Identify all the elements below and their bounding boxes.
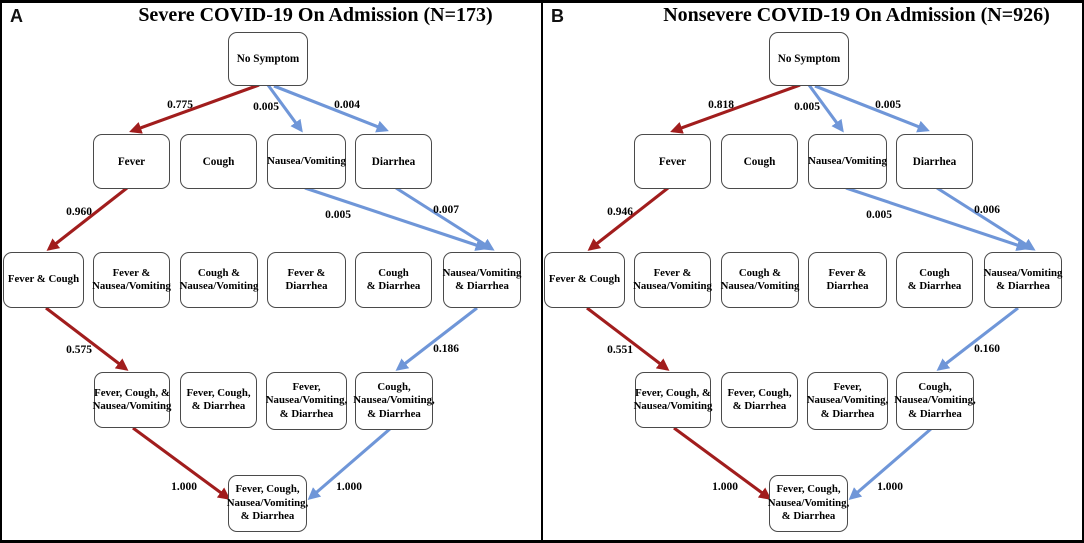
prob-ns-fever: 0.775 xyxy=(167,99,193,111)
node-fever: Fever xyxy=(634,134,711,189)
prob-ns-fever: 0.818 xyxy=(708,99,734,111)
arrow-cnd-to-all xyxy=(307,426,393,501)
prob-ns-nausea: 0.005 xyxy=(253,101,279,113)
arrow-triple-to-all xyxy=(132,426,231,500)
panel-nonsevere: B Nonsevere COVID-19 On Admission (N=926… xyxy=(543,3,1082,540)
arrow-nausea-to-nauseadiarrhea xyxy=(304,186,488,251)
prob-nd-cnd: 0.186 xyxy=(433,343,459,355)
node-fever-diarrhea: Fever & Diarrhea xyxy=(808,252,887,308)
node-fever-cough-diarrhea: Fever, Cough, & Diarrhea xyxy=(180,372,257,428)
node-fever-cough-diarrhea: Fever, Cough, & Diarrhea xyxy=(721,372,798,428)
node-cough-diarrhea: Cough & Diarrhea xyxy=(896,252,973,308)
node-diarrhea: Diarrhea xyxy=(355,134,432,189)
panel-divider xyxy=(541,3,543,540)
prob-cnd-all: 1.000 xyxy=(877,481,903,493)
node-cough: Cough xyxy=(721,134,798,189)
arrow-nauseadiarrhea-to-triple xyxy=(395,306,478,371)
arrow-nauseadiarrhea-to-triple xyxy=(936,306,1019,371)
node-no-symptom: No Symptom xyxy=(228,32,308,86)
arrow-fevercough-to-triple xyxy=(45,306,129,371)
prob-fcn-all: 1.000 xyxy=(171,481,197,493)
arrow-fever-to-fevercough xyxy=(46,186,128,251)
panel-title-nonsevere: Nonsevere COVID-19 On Admission (N=926) xyxy=(663,4,1050,26)
prob-cnd-all: 1.000 xyxy=(336,481,362,493)
panel-title-severe: Severe COVID-19 On Admission (N=173) xyxy=(138,4,493,26)
node-fever-cough: Fever & Cough xyxy=(544,252,625,308)
node-all-four-symptoms: Fever, Cough, Nausea/Vomiting, & Diarrhe… xyxy=(768,475,849,532)
node-all-four-symptoms: Fever, Cough, Nausea/Vomiting, & Diarrhe… xyxy=(227,475,308,532)
prob-diarrhea-nd: 0.007 xyxy=(433,204,459,216)
arrow-diarrhea-to-nauseadiarrhea xyxy=(936,186,1036,251)
panel-label-b: B xyxy=(551,6,564,26)
prob-fcn-all: 1.000 xyxy=(712,481,738,493)
node-fever-diarrhea: Fever & Diarrhea xyxy=(267,252,346,308)
arrow-nosymptom-to-fever xyxy=(129,83,260,134)
arrow-cnd-to-all xyxy=(848,426,934,501)
arrow-nosymptom-to-nausea xyxy=(266,84,303,133)
edges-layer xyxy=(586,83,1036,501)
node-fever-nausea: Fever & Nausea/Vomiting xyxy=(633,252,712,308)
node-nausea-diarrhea: Nausea/Vomiting & Diarrhea xyxy=(443,252,521,308)
arrow-nosymptom-to-nausea xyxy=(807,84,844,133)
prob-nd-cnd: 0.160 xyxy=(974,343,1000,355)
node-cough-diarrhea: Cough & Diarrhea xyxy=(355,252,432,308)
node-cough-nausea-diarrhea: Cough, Nausea/Vomiting, & Diarrhea xyxy=(353,372,435,430)
node-fever-cough-nausea: Fever, Cough, & Nausea/Vomiting xyxy=(634,372,712,428)
prob-fc-fcn: 0.551 xyxy=(607,344,633,356)
prob-nausea-nd: 0.005 xyxy=(325,209,351,221)
node-nausea-vomiting: Nausea/Vomiting xyxy=(267,134,346,189)
node-fever-cough: Fever & Cough xyxy=(3,252,84,308)
node-fever-nausea: Fever & Nausea/Vomiting xyxy=(92,252,171,308)
arrow-nosymptom-to-fever xyxy=(670,83,801,134)
node-fever: Fever xyxy=(93,134,170,189)
arrow-triple-to-all xyxy=(673,426,772,500)
node-cough-nausea: Cough & Nausea/Vomiting xyxy=(180,252,258,308)
node-cough-nausea: Cough & Nausea/Vomiting xyxy=(721,252,799,308)
node-fever-nausea-diarrhea: Fever, Nausea/Vomiting, & Diarrhea xyxy=(266,372,347,430)
arrow-diarrhea-to-nauseadiarrhea xyxy=(395,186,495,251)
node-diarrhea: Diarrhea xyxy=(896,134,973,189)
prob-nausea-nd: 0.005 xyxy=(866,209,892,221)
prob-fc-fcn: 0.575 xyxy=(66,344,92,356)
arrow-nausea-to-nauseadiarrhea xyxy=(845,186,1029,251)
node-cough-nausea-diarrhea: Cough, Nausea/Vomiting, & Diarrhea xyxy=(894,372,976,430)
prob-diarrhea-nd: 0.006 xyxy=(974,204,1000,216)
arrow-fevercough-to-triple xyxy=(586,306,670,371)
node-cough: Cough xyxy=(180,134,257,189)
node-nausea-diarrhea: Nausea/Vomiting & Diarrhea xyxy=(984,252,1062,308)
node-fever-nausea-diarrhea: Fever, Nausea/Vomiting, & Diarrhea xyxy=(807,372,888,430)
prob-ns-diarrhea: 0.004 xyxy=(334,99,360,111)
node-no-symptom: No Symptom xyxy=(769,32,849,86)
prob-fever-fc: 0.946 xyxy=(607,206,633,218)
panel-severe: A Severe COVID-19 On Admission (N=173) xyxy=(2,3,541,540)
prob-ns-nausea: 0.005 xyxy=(794,101,820,113)
prob-fever-fc: 0.960 xyxy=(66,206,92,218)
arrow-nosymptom-to-diarrhea xyxy=(273,84,389,133)
prob-ns-diarrhea: 0.005 xyxy=(875,99,901,111)
arrow-fever-to-fevercough xyxy=(587,186,669,251)
node-fever-cough-nausea: Fever, Cough, & Nausea/Vomiting xyxy=(93,372,171,428)
edges-layer xyxy=(45,83,495,501)
panel-label-a: A xyxy=(10,6,23,26)
node-nausea-vomiting: Nausea/Vomiting xyxy=(808,134,887,189)
arrow-nosymptom-to-diarrhea xyxy=(814,84,930,133)
